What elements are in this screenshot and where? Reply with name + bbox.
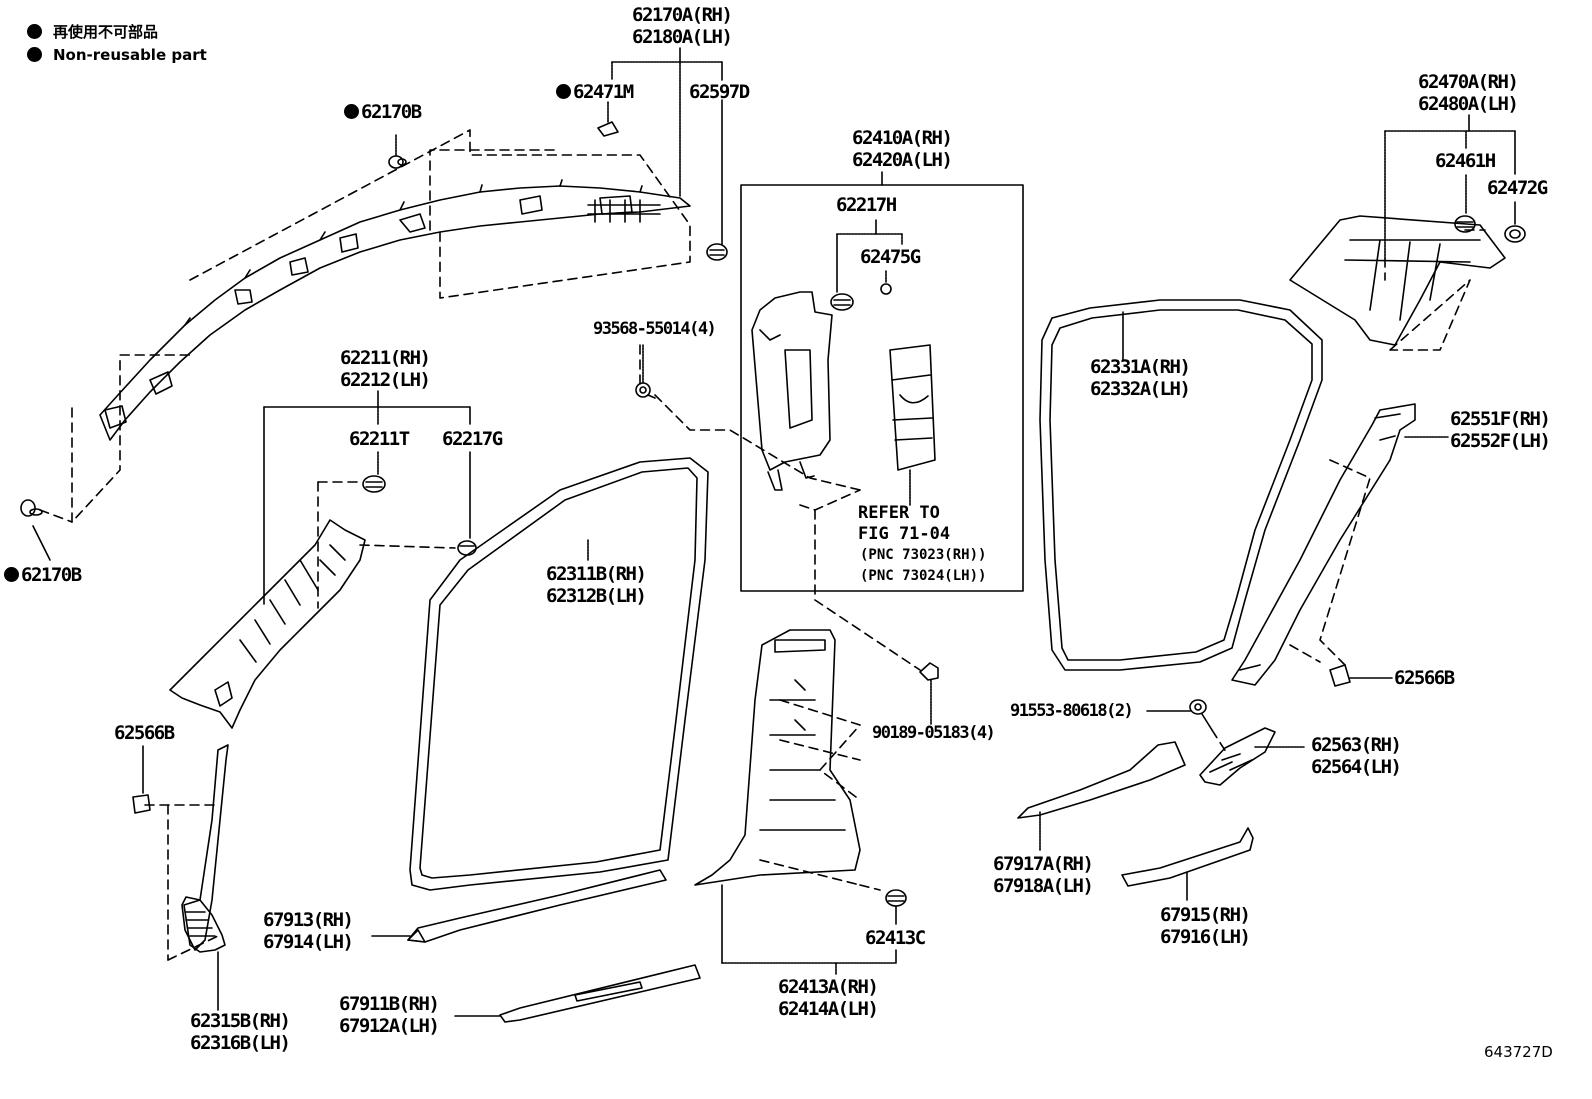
part-label-62211[interactable]: 62211(RH) 62212(LH) [340, 347, 431, 391]
part-label-62410A[interactable]: 62410A(RH) 62420A(LH) [852, 127, 953, 171]
part-label-62566B-left[interactable]: 62566B [114, 722, 175, 744]
front-door-weatherstrip-drawing [409, 457, 709, 891]
non-reusable-dot-icon [27, 24, 42, 39]
screw-93568-drawing [635, 344, 656, 399]
part-label-62217G[interactable]: 62217G [442, 428, 503, 450]
center-pillar-dashed-guides [639, 344, 921, 671]
clip-62217H-drawing [830, 293, 854, 311]
part-label-62566B-right[interactable]: 62566B [1394, 667, 1455, 689]
center-pillar-upper-garnish-drawing [751, 291, 833, 491]
part-label-62311B[interactable]: 62311B(RH) 62312B(LH) [546, 563, 647, 607]
clip-62472G-drawing [1504, 225, 1526, 243]
part-label-62170A[interactable]: 62170A(RH) 62180A(LH) [632, 4, 733, 48]
quarter-upper-garnish-drawing [1289, 215, 1506, 346]
clip-62170B-top-drawing [388, 134, 407, 169]
leader-62217H [836, 219, 903, 293]
quarter-trim-dashed-guides [1289, 459, 1371, 666]
rear-scuff-plate-drawing [1017, 741, 1186, 851]
quarter-trim-lower-drawing [1231, 403, 1416, 686]
roof-side-garnish-drawing [99, 179, 691, 441]
clip-62211T-drawing [362, 475, 386, 493]
door-sill-plate-drawing [499, 964, 701, 1023]
part-label-93568-55014[interactable]: 93568-55014(4) [593, 319, 717, 339]
clip-62475G-drawing [880, 283, 892, 295]
part-label-62471M[interactable]: 62471M [556, 81, 634, 103]
part-label-62315B[interactable]: 62315B(RH) 62316B(LH) [190, 1010, 291, 1054]
clip-62170B-left-drawing [20, 499, 51, 561]
front-scuff-plate-drawing [407, 869, 667, 943]
front-pillar-dashed-guides [317, 481, 456, 609]
non-reusable-dot-icon [27, 47, 42, 62]
part-label-62413C[interactable]: 62413C [865, 927, 926, 949]
seatbelt-anchor-cover-drawing [889, 344, 936, 506]
part-label-62211T[interactable]: 62211T [349, 428, 410, 450]
leader-62413A [721, 884, 897, 976]
reference-pnc-note: (PNC 73023(RH)) (PNC 73024(LH)) [860, 547, 987, 584]
bolt-91553-dashed-guide [1211, 729, 1229, 756]
clip-62217G-drawing [457, 540, 477, 556]
center-pillar-lower-dashed-guides [759, 699, 881, 891]
part-label-67917A[interactable]: 67917A(RH) 67918A(LH) [993, 853, 1094, 897]
part-label-62475G[interactable]: 62475G [860, 246, 921, 268]
part-label-67913[interactable]: 67913(RH) 67914(LH) [263, 909, 354, 953]
part-label-91553-80618[interactable]: 91553-80618(2) [1010, 701, 1134, 721]
legend: 再使用不可部品 Non-reusable part [27, 21, 207, 67]
center-pillar-lower-garnish-drawing [694, 629, 861, 886]
part-label-90189-05183[interactable]: 90189-05183(4) [872, 723, 996, 743]
non-reusable-dot-icon [556, 84, 571, 99]
non-reusable-dot-icon [4, 567, 19, 582]
rear-door-weatherstrip-drawing [1039, 299, 1323, 671]
part-label-62331A[interactable]: 62331A(RH) 62332A(LH) [1090, 356, 1191, 400]
front-pillar-garnish-drawing [169, 519, 366, 729]
cowl-dashed-guides [144, 804, 221, 961]
part-label-62170B-top[interactable]: 62170B [344, 101, 422, 123]
clip-62566B-right-drawing [1329, 664, 1393, 687]
clip-62461H-drawing [1454, 215, 1476, 233]
legend-item-jp: 再使用不可部品 [27, 21, 207, 44]
clip-90189-drawing [919, 662, 939, 726]
part-label-62413A[interactable]: 62413A(RH) 62414A(LH) [778, 976, 879, 1020]
rear-door-sill-plate-drawing [1121, 827, 1254, 901]
cowl-side-trim-drawing [181, 744, 229, 953]
leader-62211 [263, 390, 471, 605]
legend-item-en: Non-reusable part [27, 44, 207, 67]
part-label-62472G[interactable]: 62472G [1487, 177, 1548, 199]
reference-note[interactable]: REFER TO FIG 71-04 [858, 503, 951, 544]
quarter-upper-dashed-guides [1384, 229, 1486, 351]
part-label-67915[interactable]: 67915(RH) 67916(LH) [1160, 904, 1251, 948]
roof-rail-dashed-guides [39, 129, 691, 523]
seatbelt-guide-bracket-62563-drawing [1199, 727, 1305, 786]
part-label-62563[interactable]: 62563(RH) 62564(LH) [1311, 734, 1402, 778]
part-label-62217H[interactable]: 62217H [836, 194, 897, 216]
part-label-62470A[interactable]: 62470A(RH) 62480A(LH) [1418, 71, 1519, 115]
clip-62413C-drawing [885, 889, 907, 925]
part-label-62170B-left[interactable]: 62170B [4, 564, 82, 586]
part-label-62597D[interactable]: 62597D [689, 81, 750, 103]
clip-62471M-drawing [597, 101, 619, 137]
leader-62470A [1384, 114, 1516, 259]
part-label-62461H[interactable]: 62461H [1435, 150, 1496, 172]
clip-62597D-drawing [706, 99, 728, 261]
clip-62566B-left-drawing [132, 745, 151, 814]
figure-number: 643727D [1484, 1043, 1553, 1061]
bolt-91553-drawing [1146, 699, 1213, 731]
leader-62170A [611, 47, 723, 197]
part-label-62551F[interactable]: 62551F(RH) 62552F(LH) [1450, 408, 1551, 452]
non-reusable-dot-icon [344, 104, 359, 119]
part-label-67911B[interactable]: 67911B(RH) 67912A(LH) [339, 993, 440, 1037]
